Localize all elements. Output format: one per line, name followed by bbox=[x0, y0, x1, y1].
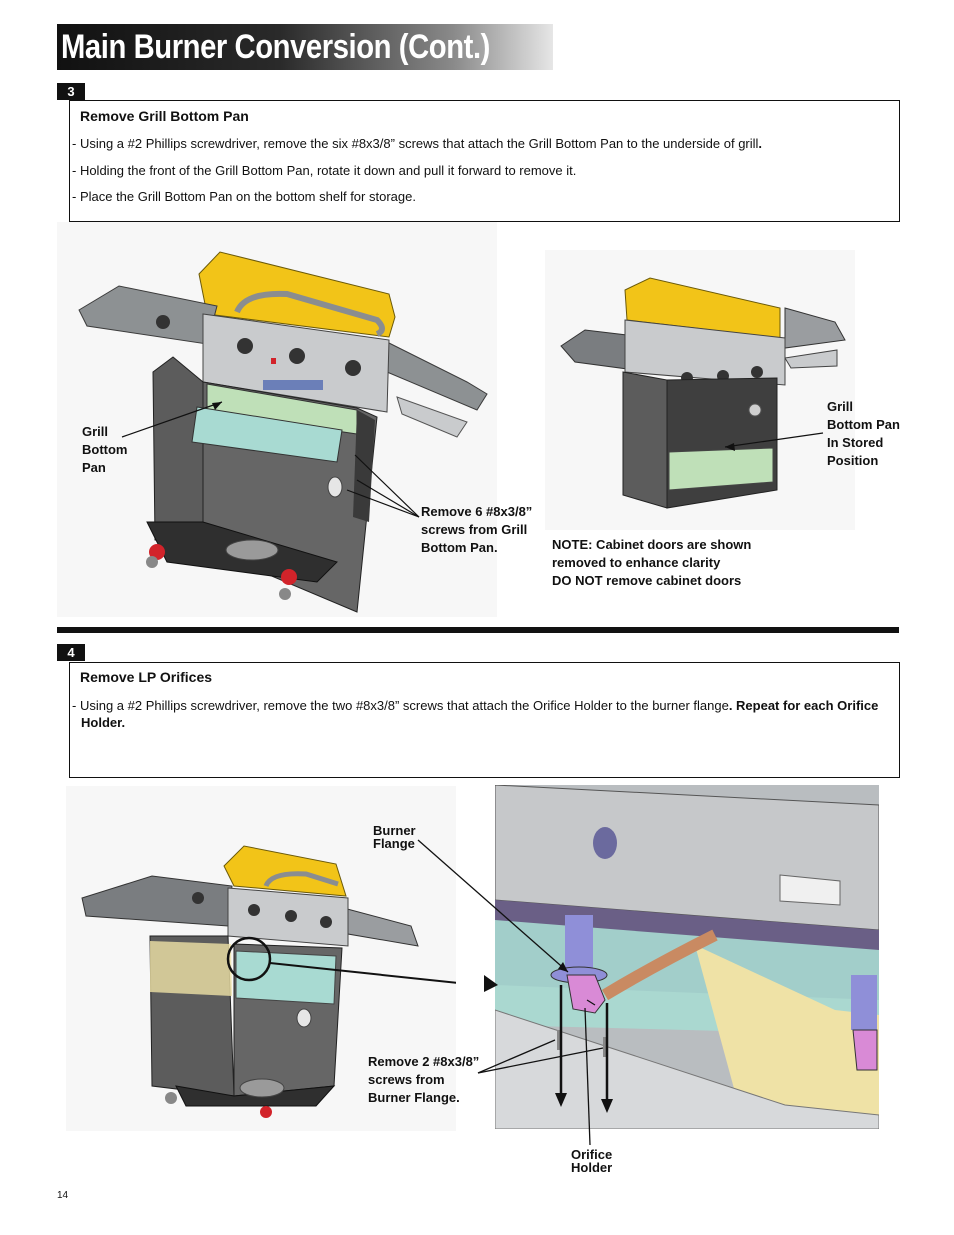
orifice-holder-detail-illustration bbox=[495, 785, 879, 1129]
page-title: Main Burner Conversion (Cont.) bbox=[61, 28, 490, 66]
step-3-heading: Remove Grill Bottom Pan bbox=[80, 108, 249, 124]
step-4-heading: Remove LP Orifices bbox=[80, 669, 213, 685]
grill-stored-pan-illustration bbox=[545, 250, 855, 530]
grill-bottom-pan-illustration bbox=[57, 222, 497, 617]
step-3-bullet-1: - Using a #2 Phillips screwdriver, remov… bbox=[72, 136, 763, 151]
grill-orifice-location-illustration bbox=[66, 786, 456, 1131]
step-4-bullet-1: - Using a #2 Phillips screwdriver, remov… bbox=[72, 698, 879, 730]
step-3-box: Remove Grill Bottom Pan - Using a #2 Phi… bbox=[69, 100, 900, 222]
title-bar bbox=[57, 24, 553, 70]
step-3-bullet-2: - Holding the front of the Grill Bottom … bbox=[72, 163, 577, 178]
step-3-bullet-3: - Place the Grill Bottom Pan on the bott… bbox=[72, 189, 416, 204]
step-4-badge: 4 bbox=[57, 644, 85, 661]
step-3-badge: 3 bbox=[57, 83, 85, 100]
page-number: 14 bbox=[57, 1190, 69, 1201]
step-4-box: Remove LP Orifices - Using a #2 Phillips… bbox=[69, 662, 900, 778]
section-divider bbox=[57, 627, 899, 633]
